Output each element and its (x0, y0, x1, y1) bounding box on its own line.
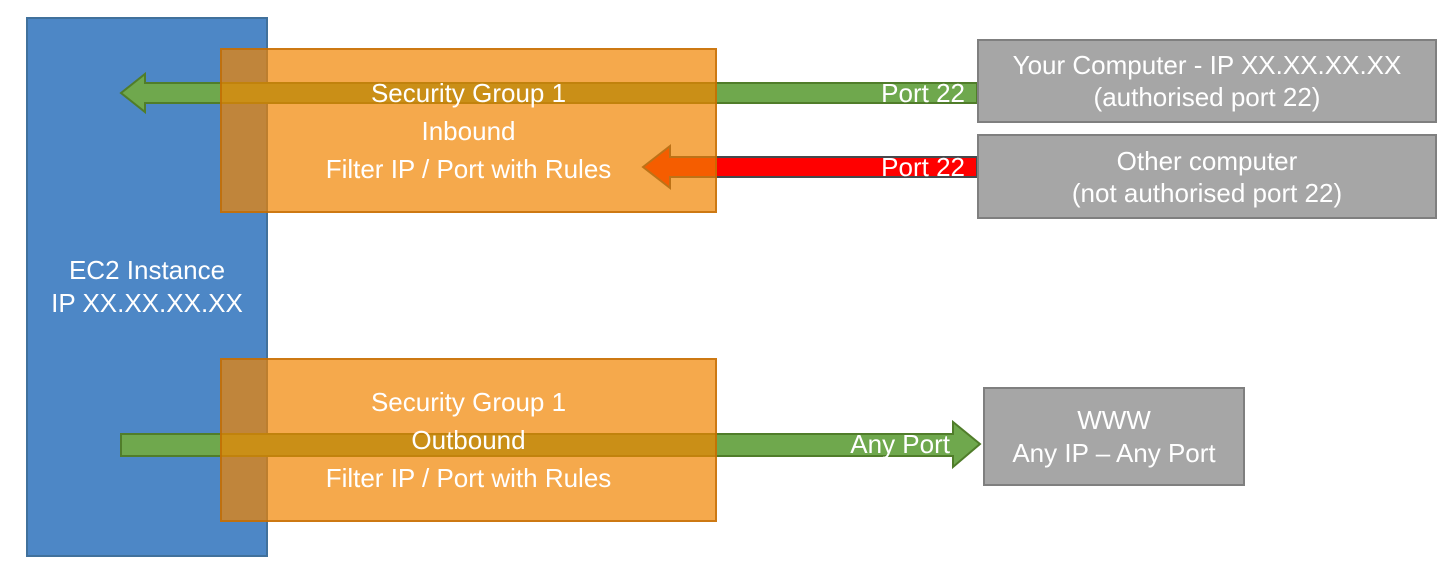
www-detail: Any IP – Any Port (1012, 437, 1216, 468)
ec2-instance-ip: IP XX.XX.XX.XX (51, 288, 243, 318)
your-computer-box: Your Computer - IP XX.XX.XX.XX (authoris… (977, 39, 1437, 123)
other-computer-box: Other computer (not authorised port 22) (977, 134, 1437, 219)
inbound-sg-description: Filter IP / Port with Rules (325, 153, 612, 184)
www-box: WWW Any IP – Any Port (983, 387, 1245, 486)
other-computer-title: Other computer (1116, 145, 1298, 176)
outbound-sg-direction: Outbound (411, 425, 526, 455)
your-computer-status: (authorised port 22) (1093, 82, 1321, 112)
outbound-sg-description: Filter IP / Port with Rules (325, 463, 612, 493)
outbound-sg-title: Security Group 1 (370, 387, 567, 417)
inbound-sg-title: Security Group 1 (370, 77, 567, 108)
inbound-allowed-port-label: Port 22 (881, 78, 965, 108)
outbound-port-label: Any Port (850, 429, 950, 459)
your-computer-title: Your Computer - IP XX.XX.XX.XX (1012, 50, 1402, 80)
inbound-blocked-port-label: Port 22 (881, 152, 965, 182)
ec2-instance-name: EC2 Instance (68, 255, 226, 285)
inbound-sg-direction: Inbound (421, 115, 516, 146)
outbound-security-group-box: Security Group 1 Outbound Filter IP / Po… (220, 358, 717, 522)
inbound-security-group-box: Security Group 1 Inbound Filter IP / Por… (220, 48, 717, 213)
www-title: WWW (1077, 404, 1151, 435)
other-computer-status: (not authorised port 22) (1071, 177, 1343, 208)
